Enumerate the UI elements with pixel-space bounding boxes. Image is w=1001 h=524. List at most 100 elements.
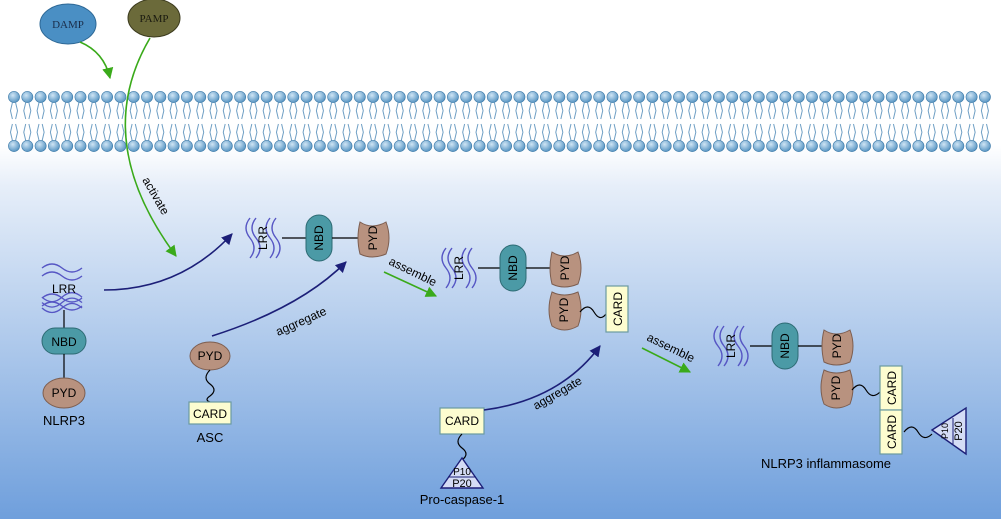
lipid-head (859, 91, 872, 103)
lipid-head (8, 91, 20, 103)
lipid-head (340, 140, 353, 152)
lipid-head (234, 91, 246, 103)
asc-pyd-label: PYD (198, 349, 223, 363)
lipid-head (979, 91, 991, 103)
lipid-head (885, 91, 898, 103)
lipid-head (380, 140, 393, 152)
lipid-head (646, 140, 659, 152)
lipid-head (74, 140, 87, 152)
lipid-head (207, 140, 220, 152)
lipid-head (739, 91, 752, 103)
lipid-head (912, 140, 925, 152)
lipid-head (407, 91, 419, 103)
complex-pyd-label-2: PYD (557, 297, 571, 322)
lipid-head (540, 91, 552, 103)
complex-nbd-label: NBD (506, 255, 520, 281)
lipid-head (260, 91, 273, 103)
lipid-head (87, 91, 100, 103)
lipid-head (101, 140, 113, 152)
procaspase-label: Pro-caspase-1 (420, 492, 505, 507)
lipid-head (606, 140, 619, 152)
lipid-head (792, 140, 805, 152)
lipid-head (141, 140, 153, 152)
lipid-head (846, 91, 858, 103)
lipid-head (433, 140, 446, 152)
lipid-head (407, 140, 419, 152)
lipid-head (513, 91, 526, 103)
caspase-aggregate-arrow (483, 345, 601, 411)
lipid-head (167, 140, 180, 152)
lipid-head (779, 91, 792, 103)
lipid-head (327, 91, 340, 103)
lipid-head (673, 140, 685, 152)
lipid-head (8, 140, 20, 152)
nlrp3-activated: LRR NBD PYD (245, 214, 390, 262)
lipid-head (806, 91, 818, 103)
lipid-head (141, 91, 153, 103)
lipid-head (699, 91, 712, 103)
inflammasome-nbd-label: NBD (778, 333, 792, 359)
inflammasome-p20-label: P20 (953, 421, 965, 441)
lipid-head (74, 91, 87, 103)
lipid-head (952, 140, 965, 152)
lipid-head (48, 91, 60, 103)
complex-card-label: CARD (611, 292, 625, 326)
lipid-head (274, 91, 286, 103)
lipid-head (766, 140, 778, 152)
activated-pyd-label: PYD (366, 225, 380, 250)
assemble-arrow-2 (641, 347, 692, 373)
lipid-head (61, 140, 74, 152)
lipid-head (220, 91, 233, 103)
damp-molecule: DAMP (39, 3, 97, 45)
lipid-head (580, 140, 592, 152)
lipid-head (553, 140, 566, 152)
procaspase-p10-label: P10 (453, 467, 471, 478)
lipid-head (300, 91, 313, 103)
lipid-head (367, 91, 379, 103)
lipid-head (819, 91, 832, 103)
lipid-head (872, 91, 885, 103)
lipid-head (832, 140, 845, 152)
lipid-head (313, 91, 326, 103)
lipid-head (899, 91, 911, 103)
lipid-head (234, 140, 246, 152)
lipid-head (274, 140, 286, 152)
nlrp3-pyd-label: PYD (52, 386, 77, 400)
lipid-head (952, 91, 965, 103)
lipid-head (393, 140, 406, 152)
lipid-head (180, 91, 193, 103)
lipid-head (965, 140, 978, 152)
complex-lrr-label: LRR (452, 256, 466, 280)
lipid-head (380, 91, 393, 103)
lipid-head (925, 91, 938, 103)
lipid-head (619, 91, 632, 103)
lipid-head (154, 140, 167, 152)
inflammasome-card-label-2: CARD (885, 415, 899, 449)
lipid-head (686, 140, 699, 152)
inflammasome-pyd-label-2: PYD (829, 375, 843, 400)
lipid-head (446, 91, 459, 103)
lipid-head (526, 140, 539, 152)
lipid-head (420, 140, 433, 152)
lipid-head (526, 91, 539, 103)
asc-card-label: CARD (193, 407, 227, 421)
lipid-head (353, 91, 366, 103)
lipid-head (979, 140, 991, 152)
lipid-head (766, 91, 778, 103)
lipid-head (260, 140, 273, 152)
lipid-head (48, 140, 60, 152)
activated-nbd-label: NBD (312, 225, 326, 251)
nlrp3-lrr-waves (41, 263, 83, 311)
lipid-head (21, 91, 34, 103)
lipid-head (593, 91, 606, 103)
lipid-head (593, 140, 606, 152)
lipid-head (486, 91, 499, 103)
damp-label: DAMP (52, 19, 84, 31)
lipid-head (207, 91, 220, 103)
procaspase-card-label: CARD (445, 414, 479, 428)
lipid-head (500, 140, 512, 152)
asc-label: ASC (197, 430, 224, 445)
lipid-head (779, 140, 792, 152)
lipid-head (806, 140, 818, 152)
lipid-head (699, 140, 712, 152)
